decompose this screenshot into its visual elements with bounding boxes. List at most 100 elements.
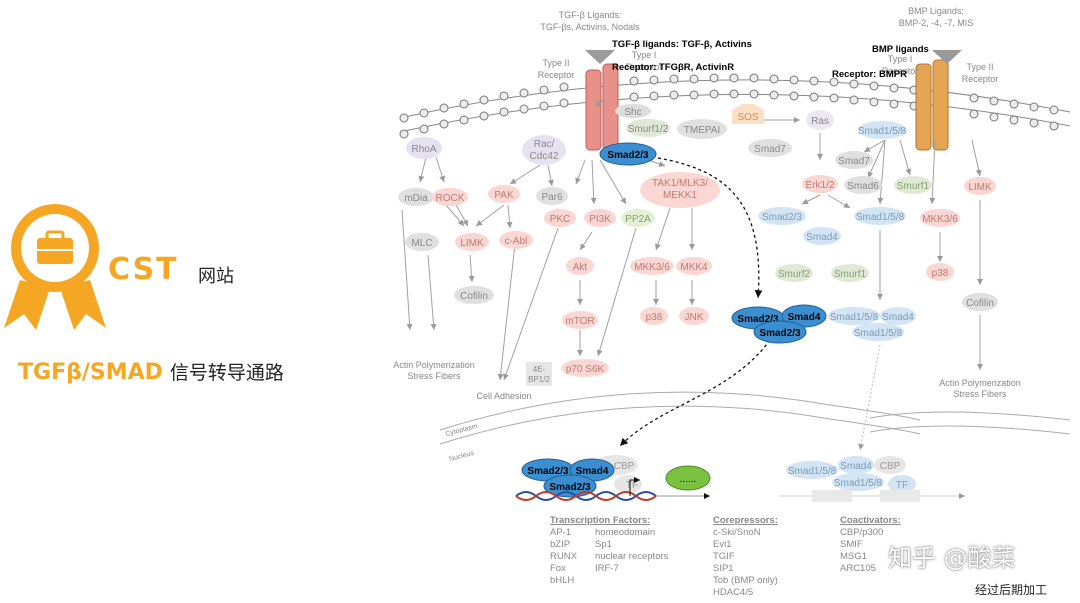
node-smurf2 [775,264,813,282]
corepressor-list: Corepressors: c-Ski/SnoN Evi1 TGIF SIP1 … [713,515,778,598]
node-rhoa [406,137,442,159]
tf-item: AP-1 [550,527,571,538]
tf-item: homeodomain [595,527,655,538]
bmp-receptor-bold: Receptor: BMPR [832,69,907,80]
nuc-r-cbp [874,456,906,474]
nuc-smad23-a-label: Smad2/3 [527,466,569,477]
coactivator-item: MSG1 [840,551,867,562]
smad-activation-arrow [657,157,763,299]
tgf-beta-smad-pathway-diagram: Shc Smurf1/2 TMEPAI SOS Ras Smad7 Smad2/… [393,6,1071,598]
nuc-r-smad158-a [786,461,838,479]
node-akt [566,257,594,275]
node-4ebp-label-1: 4E- [533,365,546,374]
node-mkk36-a-label: MKK3/6 [634,262,670,273]
node-mdia [398,188,434,206]
nuclear-membrane [439,391,1071,445]
node-par6 [536,187,568,205]
node-pak-label: PAK [494,190,514,201]
node-rock-label: ROCK [436,193,465,204]
node-rock [432,188,468,206]
tf-item: bHLH [550,575,574,586]
node-cofilin-b-label: Cofilin [966,298,994,309]
node-smurf1-b [831,264,869,282]
tf-title: Transcription Factors: [550,515,650,526]
tf-item: bZIP [550,539,570,550]
node-smad23-grey-label: Smad2/3 [762,212,802,223]
nuc-r-smad158-b [832,473,884,491]
bmp-ligands-title: BMP Ligands: [908,6,964,16]
complex-smad23-b-label: Smad2/3 [759,328,801,339]
node-smurf1-a [894,176,932,194]
node-smad7-a [748,139,792,157]
node-smad23-active [599,142,657,166]
node-mtor-label: mTOR [565,316,594,327]
nuc-smad23-b-label: Smad2/3 [549,482,591,493]
actin-left-2: Stress Fibers [407,371,461,381]
node-smad7-b-label: Smad7 [838,156,870,167]
pathway-title-en: TGFβ/SMAD [18,360,163,385]
node-mkk4 [676,257,712,275]
bmp-complex-smad158-a-label: Smad1/5/8 [830,312,879,323]
node-mdia-label: mDia [404,193,428,204]
node-tmepai-label: TMEPAI [684,125,720,136]
node-mkk36-a [630,257,674,275]
bmp-complex-smad158-b [852,323,904,341]
coactivator-item: SMIF [840,539,863,550]
target-gene-product-label: ...... [680,474,697,485]
node-tak1-label-2: MEKK1 [663,190,697,201]
type1-left-2: Receptor [626,62,663,72]
node-cofilin-a [454,286,494,304]
nuc-r-smad158-b-label: Smad1/5/8 [834,478,883,489]
node-4ebp-label-2: BP1/2 [528,375,550,384]
node-smad4-grey-label: Smad4 [806,232,838,243]
tgf-ligands-title: TGF-β Ligands: [559,10,622,20]
bmp-complex-smad158-a [828,307,880,325]
node-pp2a-label: PP2A [625,214,651,225]
node-p70s6k [561,359,609,377]
node-rhoa-label: RhoA [411,144,436,155]
bmp-complex-smad4 [880,307,916,325]
node-shc-label: Shc [624,107,641,118]
type2-right-1: Type II [966,62,993,72]
node-mkk36-b [920,209,960,227]
corepressor-item: c-Ski/SnoN [713,527,761,538]
node-limk-a-label: LIMK [460,238,484,249]
dna-right [780,490,965,502]
coactivator-item: ARC105 [840,563,876,574]
tgf-ligands-list: TGF-βs, Activins, Nodals [540,22,640,32]
node-limk-b-label: LIMK [968,182,992,193]
cell-adhesion-label: Cell Adhesion [476,391,531,401]
corepressor-item: SIP1 [713,563,734,574]
coactivators-title: Coactivators: [840,515,901,526]
node-mlc [405,233,439,251]
node-cabl [499,231,533,249]
node-smurf1-a-label: Smurf1 [897,181,930,192]
cytoplasm-label: Cytoplasm [445,423,479,438]
nuc-r-smad158-a-label: Smad1/5/8 [788,466,837,477]
corepressor-item: TGIF [713,551,735,562]
node-cofilin-b [962,293,998,311]
actin-left-1: Actin Polymerization [393,360,475,370]
type1-left-1: Type I [632,50,657,60]
node-smad158-mid [854,207,906,225]
node-smad23-active-label: Smad2/3 [607,150,649,161]
complex-smad23-a-label: Smad2/3 [737,314,779,325]
node-ras [806,110,834,130]
tgf-beta-receptor [585,50,619,151]
node-cabl-label: c-Abl [505,236,528,247]
bmp-ligands-bold: BMP ligands [872,44,929,55]
tgf-ligand-icon [585,50,615,64]
bmp-translocation-arrow [858,344,881,451]
node-p38-a [640,307,668,325]
post-processed-note: 经过后期加工 [975,583,1048,597]
tf-item: IRF-7 [595,563,619,574]
node-par6-label: Par6 [541,192,563,203]
corepressors-title: Corepressors: [713,515,778,526]
node-raccdc42 [522,135,566,165]
tf-item: nuclear receptors [595,551,669,562]
tgf-ligands-bold: TGF-β ligands: TGF-β, Activins [612,39,752,50]
coactivator-item: CBP/p300 [840,527,883,538]
node-smad23-grey [758,207,806,225]
target-gene-product [665,465,711,491]
node-mtor [562,311,598,329]
